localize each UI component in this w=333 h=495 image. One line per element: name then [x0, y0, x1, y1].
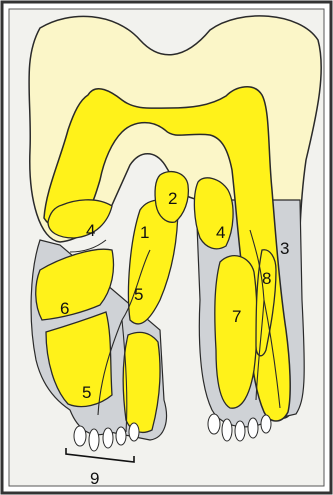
label-5-lower: 5 [82, 383, 91, 402]
right-root-segment-7 [215, 256, 257, 409]
apical-lobe [261, 415, 271, 433]
apical-lobe [208, 414, 220, 434]
apical-lobe [103, 428, 113, 448]
label-1: 1 [140, 223, 149, 242]
apical-lobe [248, 418, 258, 438]
apical-lobe [89, 429, 99, 451]
label-8: 8 [262, 269, 271, 288]
right-root-segment-4 [194, 178, 233, 249]
label-9: 9 [90, 469, 99, 488]
apical-lobe [222, 419, 232, 441]
label-5-upper: 5 [134, 285, 143, 304]
label-6: 6 [60, 299, 69, 318]
left-root-segment-5-mid [123, 332, 160, 432]
label-4-left: 4 [86, 221, 95, 240]
apical-lobe [74, 426, 86, 446]
label-4-right: 4 [216, 223, 225, 242]
apical-lobe [116, 427, 126, 445]
label-2: 2 [168, 189, 177, 208]
label-3: 3 [280, 239, 289, 258]
apical-lobe [235, 421, 245, 441]
label-7: 7 [232, 307, 241, 326]
apical-lobe [129, 423, 139, 441]
